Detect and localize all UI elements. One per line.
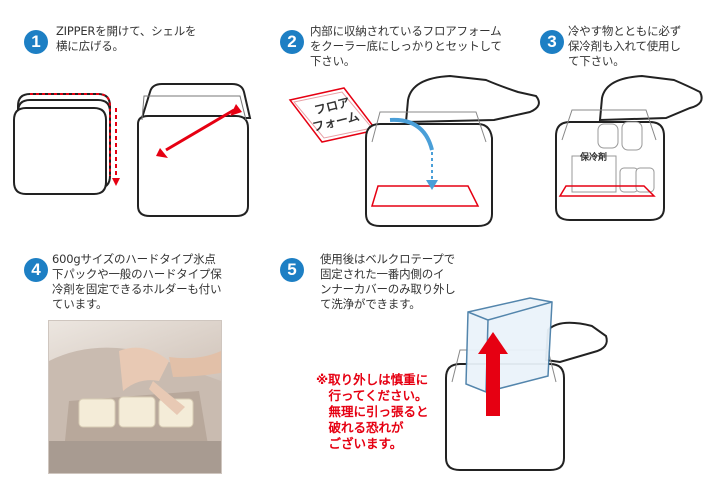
step-1-text: ZIPPERを開けて、シェルを 横に広げる。	[56, 24, 197, 53]
step-2-badge: 2	[280, 30, 304, 54]
step-1-badge: 1	[24, 30, 48, 54]
step-5-text: 使用後はベルクロテープで 固定された一番内側のイ ンナーカバーのみ取り外し て洗…	[320, 252, 456, 311]
step-4-photo	[48, 320, 222, 474]
step-4-text: 600gサイズのハードタイプ氷点 下パックや一般のハードタイプ保 冷剤を固定でき…	[52, 252, 222, 311]
caution-warning: ※取り外しは慎重に 行ってください。 無理に引っ張ると 破れる恐れが ございます…	[316, 372, 429, 451]
ice-pack-label: 保冷剤	[580, 153, 608, 163]
step-4-photo-drawing	[49, 347, 221, 473]
step-5-badge: 5	[280, 258, 304, 282]
step-3-badge: 3	[540, 30, 564, 54]
step-3-text: 冷やす物とともに必ず 保冷剤も入れて使用し て下さい。	[568, 24, 681, 68]
step-4-badge: 4	[24, 258, 48, 282]
step-2-text: 内部に収納されているフロアフォーム をクーラー底にしっかりとセットして 下さい。	[310, 24, 502, 68]
